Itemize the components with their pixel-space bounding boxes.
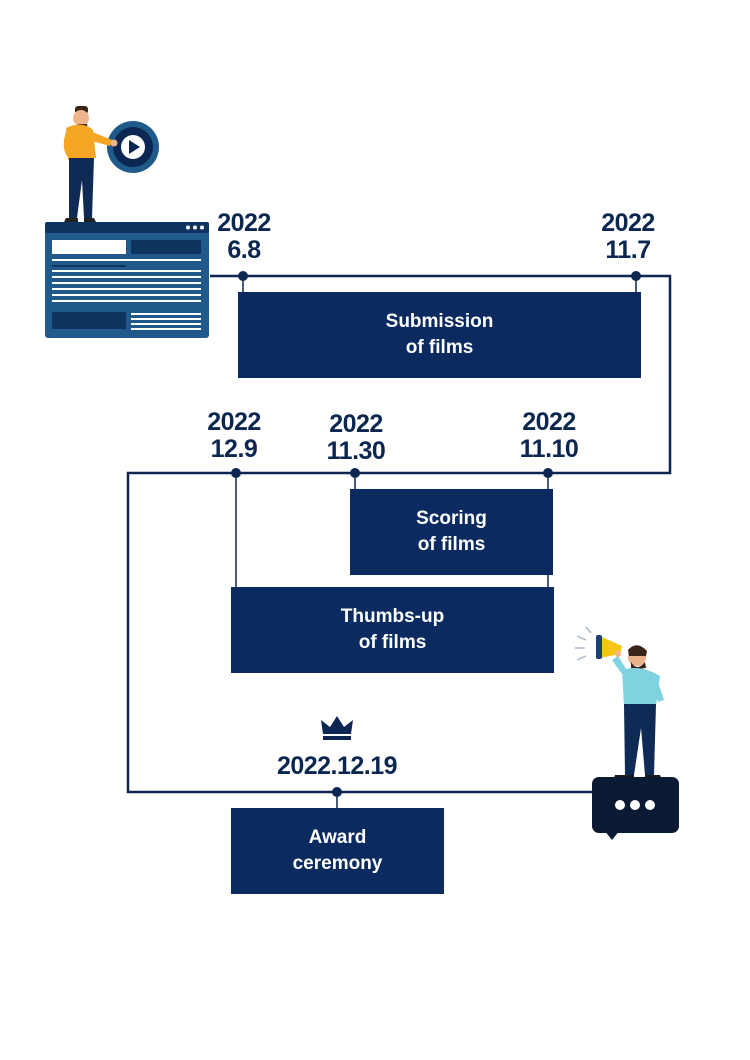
timeline-dot <box>231 468 241 478</box>
stage-label: Submission <box>385 311 494 332</box>
date-thumbs-end: 2022 12.9 <box>189 409 279 463</box>
stage-label: of films <box>417 534 486 555</box>
date-day: 11.10 <box>519 435 579 463</box>
date-day: 6.8 <box>227 236 261 264</box>
timeline-dot <box>332 787 342 797</box>
date-day: 11.30 <box>326 437 386 465</box>
date-year: 2022 <box>522 408 576 436</box>
stage-label: of films <box>358 632 427 653</box>
stage-label: ceremony <box>292 853 383 874</box>
date-year: 2022 <box>601 209 655 237</box>
date-year: 2022 <box>217 209 271 237</box>
stage-box-submission: Submission of films <box>238 292 641 378</box>
timeline-dot <box>238 271 248 281</box>
timeline-dot <box>631 271 641 281</box>
date-scoring-start: 2022 11.10 <box>504 409 594 463</box>
stage-label: Scoring <box>416 508 487 529</box>
play-button-icon <box>107 121 159 173</box>
stage-box-scoring: Scoring of films <box>350 489 553 575</box>
date-scoring-end: 2022 11.30 <box>311 411 401 465</box>
stage-box-award: Award ceremony <box>231 808 444 894</box>
date-submission-start: 2022 6.8 <box>199 210 289 264</box>
stage-label: of films <box>405 337 474 358</box>
date-day: 11.7 <box>605 236 651 264</box>
browser-window-icon <box>45 222 209 338</box>
stage-box-thumbs-up: Thumbs-up of films <box>231 587 554 673</box>
stage-label: Thumbs-up <box>340 606 445 627</box>
date-day: 12.9 <box>210 435 258 463</box>
date-submission-end: 2022 11.7 <box>583 210 673 264</box>
stage-label: Award <box>308 827 367 848</box>
date-year: 2022 <box>207 408 261 436</box>
timeline-dot <box>543 468 553 478</box>
presenter-person-icon <box>63 106 118 222</box>
timeline-path <box>126 274 672 794</box>
megaphone-person-icon <box>575 626 664 780</box>
speech-bubble-icon <box>592 777 679 840</box>
date-year: 2022 <box>329 410 383 438</box>
timeline-dot <box>350 468 360 478</box>
award-date: 2022.12.19 <box>276 752 398 780</box>
crown-icon <box>321 716 353 740</box>
